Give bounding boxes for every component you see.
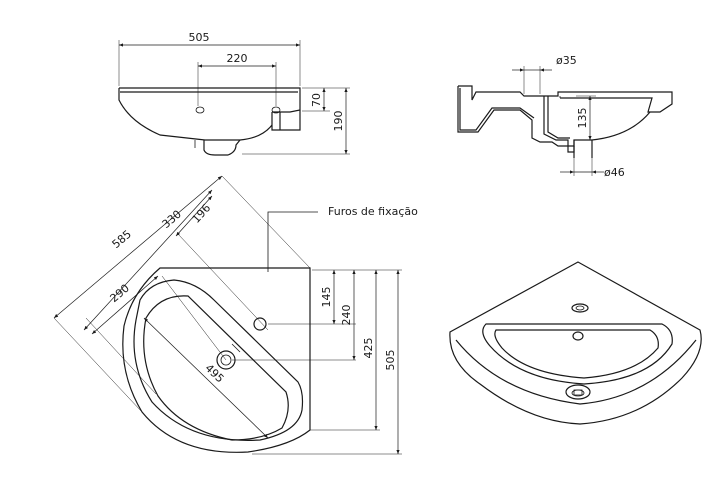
- dim-front-rim: 70: [310, 93, 323, 107]
- dim-section-outlet: ø35: [556, 54, 577, 67]
- dim-section-depth: 135: [576, 108, 589, 129]
- dim-plan-196: 196: [190, 202, 214, 226]
- isometric-view: [449, 261, 702, 425]
- plan-view: Furos de fixação 145 240 425 505 585 330…: [53, 175, 418, 455]
- dim-front-width: 505: [189, 31, 210, 44]
- dim-plan-495: 495: [202, 362, 226, 386]
- dim-front-height: 190: [332, 111, 345, 132]
- cross-section-view: ø35 135 ø46: [457, 54, 673, 179]
- dim-plan-585: 585: [110, 228, 134, 251]
- dim-front-holes: 220: [227, 52, 248, 65]
- label-fixing-holes: Furos de fixação: [328, 205, 418, 218]
- dim-plan-425: 425: [362, 338, 375, 359]
- dim-plan-290: 290: [108, 282, 132, 305]
- dim-plan-505: 505: [384, 350, 397, 371]
- dim-plan-145: 145: [320, 287, 333, 308]
- dim-plan-240: 240: [340, 305, 353, 326]
- front-elevation-view: 505 220 70 190: [118, 31, 350, 156]
- dim-section-drain: ø46: [604, 166, 625, 179]
